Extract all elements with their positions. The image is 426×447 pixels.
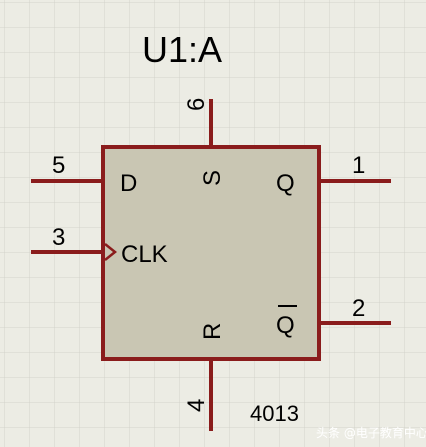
pin-label-qbar: Q bbox=[276, 312, 295, 339]
pin-label-d: D bbox=[120, 170, 137, 197]
watermark-text: 头条 @电子教育中心 bbox=[316, 425, 426, 440]
pin-label-q: Q bbox=[276, 170, 295, 197]
component-body[interactable] bbox=[101, 145, 321, 361]
pin-number-s: 6 bbox=[183, 98, 210, 111]
pin-number-q: 1 bbox=[352, 152, 365, 179]
part-number: 4013 bbox=[250, 401, 299, 426]
pin-number-r: 4 bbox=[183, 399, 210, 412]
pin-label-r: R bbox=[199, 323, 226, 340]
pin-number-d: 5 bbox=[52, 152, 65, 179]
pin-number-clk: 3 bbox=[52, 224, 65, 251]
pin-label-s: S bbox=[199, 170, 226, 186]
pin-number-qbar: 2 bbox=[352, 295, 365, 322]
clock-triangle-icon bbox=[104, 243, 118, 261]
pin-label-clk: CLK bbox=[121, 241, 168, 268]
component-ref: U1:A bbox=[142, 29, 222, 70]
